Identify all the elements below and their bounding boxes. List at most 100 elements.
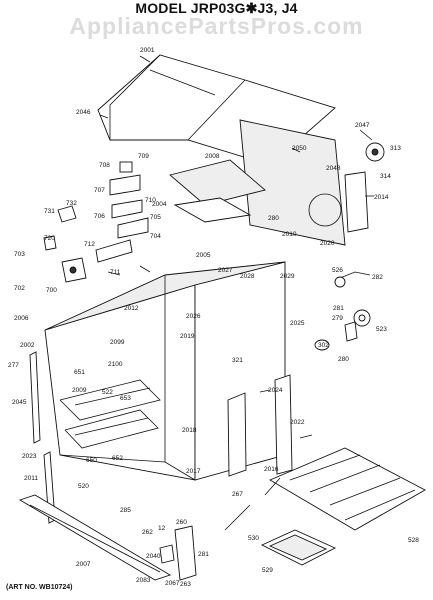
callout-2017: 2017 [186,468,201,475]
callout-2010: 2010 [282,231,297,238]
callout-652: 652 [112,455,123,462]
callout-2007: 2007 [76,561,91,568]
callout-530: 530 [248,535,259,542]
callout-707: 707 [94,187,105,194]
vent-duct-upper [169,159,266,206]
callout-706: 706 [94,213,105,220]
callout-260: 260 [176,519,187,526]
callout-704: 704 [150,233,161,240]
callout-279: 279 [332,315,343,322]
callout-731: 731 [44,208,55,215]
callout-267: 267 [232,491,243,498]
callout-2022: 2022 [290,419,305,426]
callout-2001: 2001 [140,47,155,54]
callout-321: 321 [232,357,243,364]
callout-703: 703 [14,251,25,258]
callout-280-top: 280 [268,215,279,222]
callout-653: 653 [120,395,131,402]
kick-panel-2007 [18,494,172,581]
callout-313: 313 [390,145,401,152]
body-panel-2024 [227,392,247,477]
callout-2011: 2011 [24,475,38,482]
callout-528: 528 [408,537,419,544]
callout-710: 710 [145,197,156,204]
callout-285: 285 [120,507,131,514]
callout-2004: 2004 [152,201,167,208]
callout-522: 522 [102,389,113,396]
watermark: AppliancePartsPros.com [69,13,364,39]
thermostat-bulb [334,271,371,288]
callout-2029: 2029 [280,273,295,280]
callout-708: 708 [99,162,110,169]
hinge-spring [224,477,281,531]
callout-705: 705 [150,214,161,221]
callout-2028: 2028 [240,273,255,280]
callout-700: 700 [46,287,57,294]
control-knob [353,309,371,327]
callout-712: 712 [84,241,95,248]
callout-651: 651 [74,369,85,376]
callout-2008: 2008 [205,153,220,160]
callout-2009: 2009 [72,387,87,394]
callout-2024: 2024 [268,387,283,394]
callout-2046: 2046 [76,109,91,116]
callout-280-mid: 280 [338,356,349,363]
left-side-trim [29,351,41,444]
callout-2100: 2100 [108,361,123,368]
callout-302: 302 [318,342,329,349]
callout-2050: 2050 [292,145,307,152]
callout-2067: 2067 [165,580,180,587]
callout-277: 277 [8,362,19,369]
right-side-trim [274,374,293,475]
diagram-title: MODEL JRP03G✱J3, J4 [135,0,298,16]
callout-2083: 2083 [136,577,151,584]
callout-2014: 2014 [374,194,389,201]
callout-2006: 2006 [14,315,29,322]
callout-523: 523 [376,326,387,333]
door-latch [61,257,87,283]
callout-526: 526 [332,267,343,274]
terminal-block [344,171,369,233]
callout-2025: 2025 [290,320,305,327]
callout-702: 702 [14,285,25,292]
callout-263: 263 [180,581,191,588]
callout-2016: 2016 [264,466,279,473]
broil-pan [260,529,337,566]
callout-labels: 2001 2046 2047 313 2050 2048 314 2014 70… [8,47,419,588]
callout-12: 12 [158,525,166,532]
callout-2045: 2045 [12,399,27,406]
leader-lines [99,55,374,439]
callout-2018: 2018 [182,427,197,434]
vent-duct-lower [173,197,252,223]
callout-314: 314 [380,173,391,180]
callout-2099: 2099 [110,339,125,346]
callout-2048: 2048 [326,165,341,172]
callout-281-bot: 281 [198,551,209,558]
motor-fan [365,142,385,162]
indicator-light [314,339,330,351]
callout-262: 262 [142,529,153,536]
callout-650: 650 [86,457,97,464]
callout-2047: 2047 [355,122,370,129]
callout-2019: 2019 [180,333,195,340]
callout-2020: 2020 [320,240,335,247]
callout-529: 529 [262,567,273,574]
oven-cabinet-body [44,261,286,481]
light-socket [344,321,358,342]
callout-2002: 2002 [20,342,35,349]
art-number: (ART NO. WB10724) [6,584,73,591]
callout-282: 282 [372,274,383,281]
oven-racks [59,379,161,449]
callout-2005: 2005 [196,252,211,259]
callout-2040: 2040 [146,553,161,560]
callout-2012: 2012 [124,305,139,312]
callout-2027: 2027 [218,267,233,274]
callout-711: 711 [110,269,121,276]
broil-rack [269,447,426,531]
callout-2023: 2023 [22,453,37,460]
lower-hinge-bracket [159,525,197,581]
callout-720: 720 [44,235,55,242]
callout-281-top: 281 [333,305,344,312]
